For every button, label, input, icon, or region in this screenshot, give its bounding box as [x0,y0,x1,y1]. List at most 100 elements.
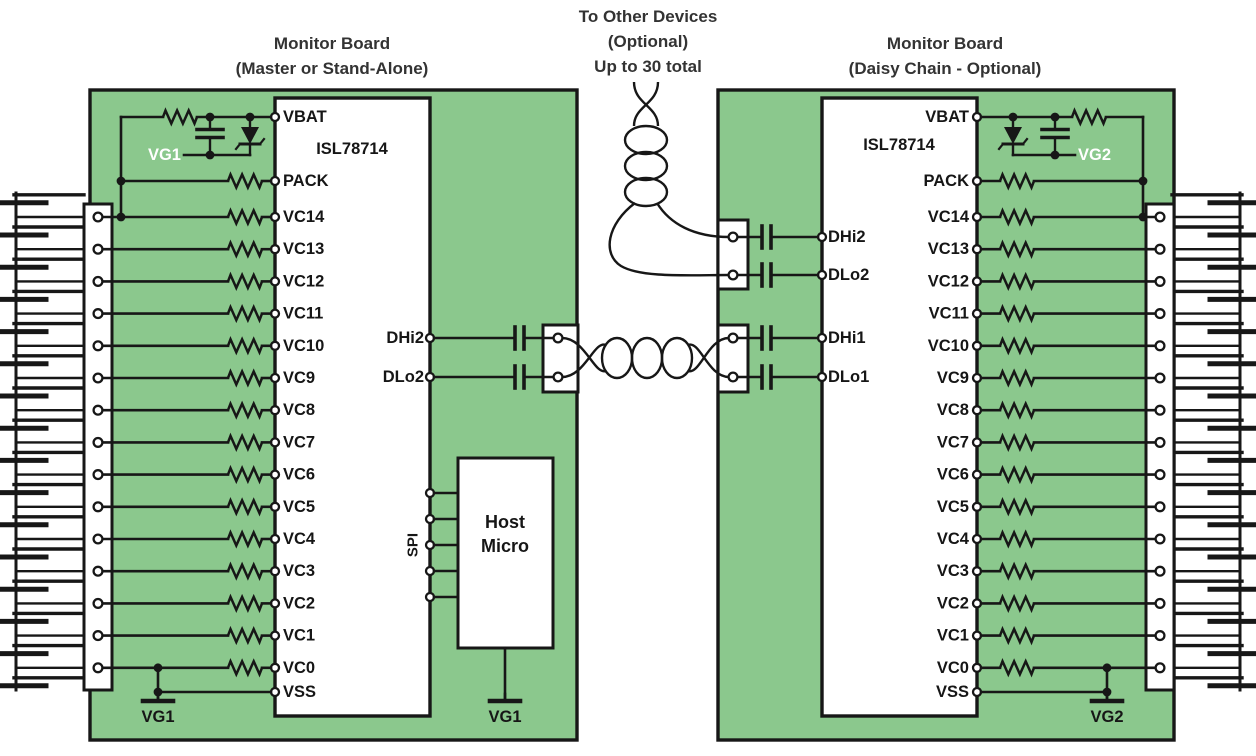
right-vg-top-label: VG2 [1078,146,1111,164]
left-battery-stack [0,191,95,692]
host-vg-ground-label: VG1 [488,708,521,726]
right-pin-label: VC8 [937,401,969,419]
left-vbat-circuit: VG1 [116,107,273,222]
left-pin-rows: VBATPACKVC14VC13VC12VC11VC10VC9VC8VC7VC6… [101,108,329,701]
resistor-icon [226,271,264,292]
right-daisy-pin-label: DLo1 [828,368,869,386]
right-board-title: Monitor Board (Daisy Chain - Optional) [849,31,1042,81]
resistor-icon [226,207,264,227]
right-pin-label: VSS [936,683,969,701]
resistor-icon [226,497,264,517]
resistor-icon [226,625,264,646]
left-isl78714-chip: ISL78714 [269,96,436,718]
resistor-icon [226,171,264,191]
right-pin-label: VC9 [937,369,969,387]
right-chip-name: ISL78714 [863,136,935,154]
right-pin-label: VC4 [937,530,970,548]
left-vg-top-label: VG1 [148,146,181,164]
resistor-icon [998,303,1036,324]
resistor-icon [226,464,264,485]
resistor-icon [226,593,264,614]
resistor-icon [998,239,1036,259]
spi-bus: SPI [405,487,460,603]
resistor-icon [226,239,264,259]
resistor-icon [998,464,1036,485]
zener-diode-icon [1004,127,1022,144]
right-isl78714-chip: ISL78714 [816,96,983,718]
resistor-icon [226,303,264,324]
left-pin-label: VC4 [283,530,316,548]
resistor-icon [998,171,1036,191]
right-pin-label: VC2 [937,594,969,612]
left-pin-label: VC14 [283,208,325,226]
left-pin-label: VC6 [283,466,315,484]
resistor-icon [998,368,1036,388]
resistor-icon [998,432,1036,453]
right-vg-ground: VG2 [1089,663,1125,726]
zener-diode-icon [241,127,259,144]
left-vg-bottom-label: VG1 [141,708,174,726]
right-pin-label: VC3 [937,562,969,580]
center-title-line2: (Optional) [607,32,689,51]
left-board-title: Monitor Board (Master or Stand-Alone) [236,31,429,81]
resistor-icon [226,368,264,388]
left-pin-label: VC10 [283,337,324,355]
center-title: To Other Devices (Optional) Up to 30 tot… [579,4,718,79]
right-battery-stack [1161,191,1256,692]
right-vbat-circuit: VG2 [979,107,1148,222]
center-title-line3: Up to 30 total [594,57,702,76]
right-pin-label: VC10 [928,337,969,355]
left-pin-label: VC1 [283,627,315,645]
resistor-icon [998,271,1036,292]
right-daisy-pin-label: DLo2 [828,266,869,284]
left-pin-label: VC2 [283,594,315,612]
left-vg-ground: VG1 [140,663,176,726]
host-micro-label-line2: Micro [481,536,529,556]
host-micro-label-line1: Host [485,512,525,532]
right-pin-rows: VBATPACKVC14VC13VC12VC11VC10VC9VC8VC7VC6… [923,108,1157,701]
resistor-icon [226,400,264,420]
right-cell-connector [1144,202,1176,692]
left-chip-name: ISL78714 [316,140,388,158]
resistor-icon [226,336,264,356]
resistor-icon [226,561,264,581]
resistor-icon [998,593,1036,614]
resistor-icon [161,107,199,127]
resistor-icon [998,336,1036,356]
spi-label: SPI [405,533,422,557]
resistor-icon [998,400,1036,420]
left-pin-label: VC9 [283,369,315,387]
right-pin-label: VC1 [937,627,969,645]
right-pin-label: VBAT [925,108,969,126]
right-pin-label: VC7 [937,433,969,451]
left-pin-label: VC7 [283,433,315,451]
resistor-icon [998,207,1036,227]
resistor-icon [998,625,1036,646]
horizontal-twisted-pair-icon [561,336,730,380]
right-pin-label: VC12 [928,272,969,290]
right-pin-label: VC6 [937,466,969,484]
resistor-icon [226,529,264,549]
boards [88,88,1176,742]
left-pin-label: VBAT [283,108,327,126]
resistor-icon [998,658,1036,678]
left-daisy-pin-label: DLo2 [383,368,424,386]
right-vg-bottom-label: VG2 [1090,708,1123,726]
right-board-title-line1: Monitor Board [886,34,1004,53]
right-pin-label: VC14 [928,208,970,226]
left-cell-connector [82,202,114,692]
right-daisy-pin-label: DHi1 [828,329,866,347]
right-pin-label: VC0 [937,659,969,677]
right-pin-label: VC13 [928,240,969,258]
left-board-title-line2: (Master or Stand-Alone) [235,59,429,78]
left-pin-label: VC0 [283,659,315,677]
resistor-icon [1070,107,1108,127]
left-pin-label: VC5 [283,498,315,516]
center-title-line1: To Other Devices [578,7,718,26]
left-pin-label: VSS [283,683,316,701]
